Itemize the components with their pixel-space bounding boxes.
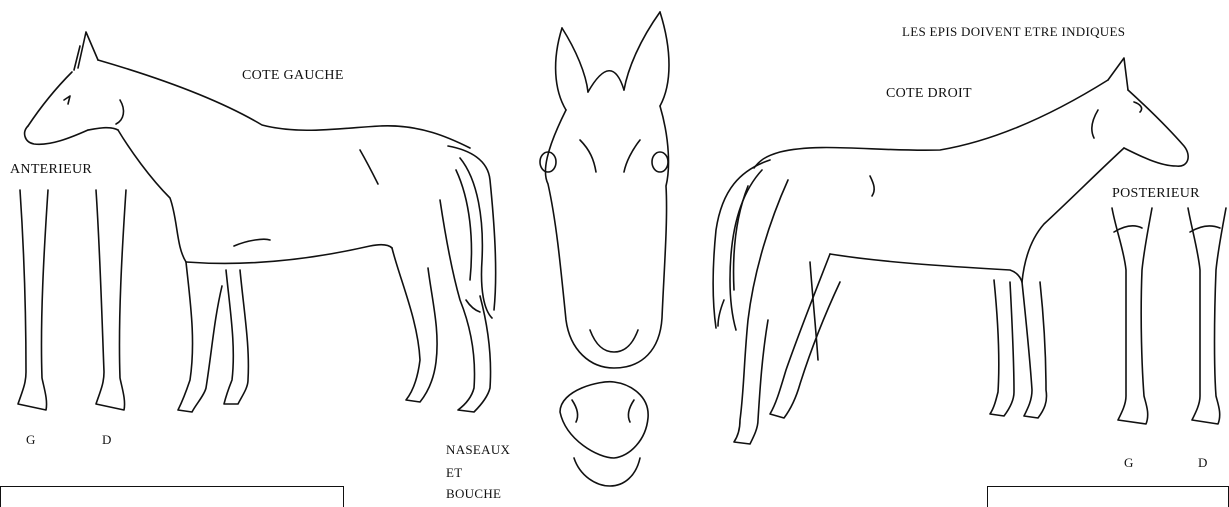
left-side-label: COTE GAUCHE (242, 68, 344, 84)
and-label: ET (446, 465, 462, 481)
hind-legs-label: POSTERIEUR (1112, 186, 1200, 202)
front-legs-label: ANTERIEUR (10, 162, 92, 178)
nostrils-mouth-view (560, 382, 648, 486)
front-right-leg-label: D (102, 432, 112, 448)
front-legs (18, 190, 126, 410)
right-notes-box (987, 486, 1229, 507)
whorls-instruction: LES EPIS DOIVENT ETRE INDIQUES (902, 24, 1125, 40)
hind-legs (1112, 208, 1226, 424)
head-front-view (540, 12, 669, 368)
right-side-label: COTE DROIT (886, 86, 972, 102)
nostrils-label: NASEAUX (446, 442, 510, 458)
front-left-leg-label: G (26, 432, 36, 448)
left-side-horse (25, 32, 496, 412)
mouth-label: BOUCHE (446, 486, 501, 502)
hind-left-leg-label: G (1124, 455, 1134, 471)
hind-right-leg-label: D (1198, 455, 1208, 471)
right-side-horse (713, 58, 1188, 444)
left-notes-box (0, 486, 344, 507)
